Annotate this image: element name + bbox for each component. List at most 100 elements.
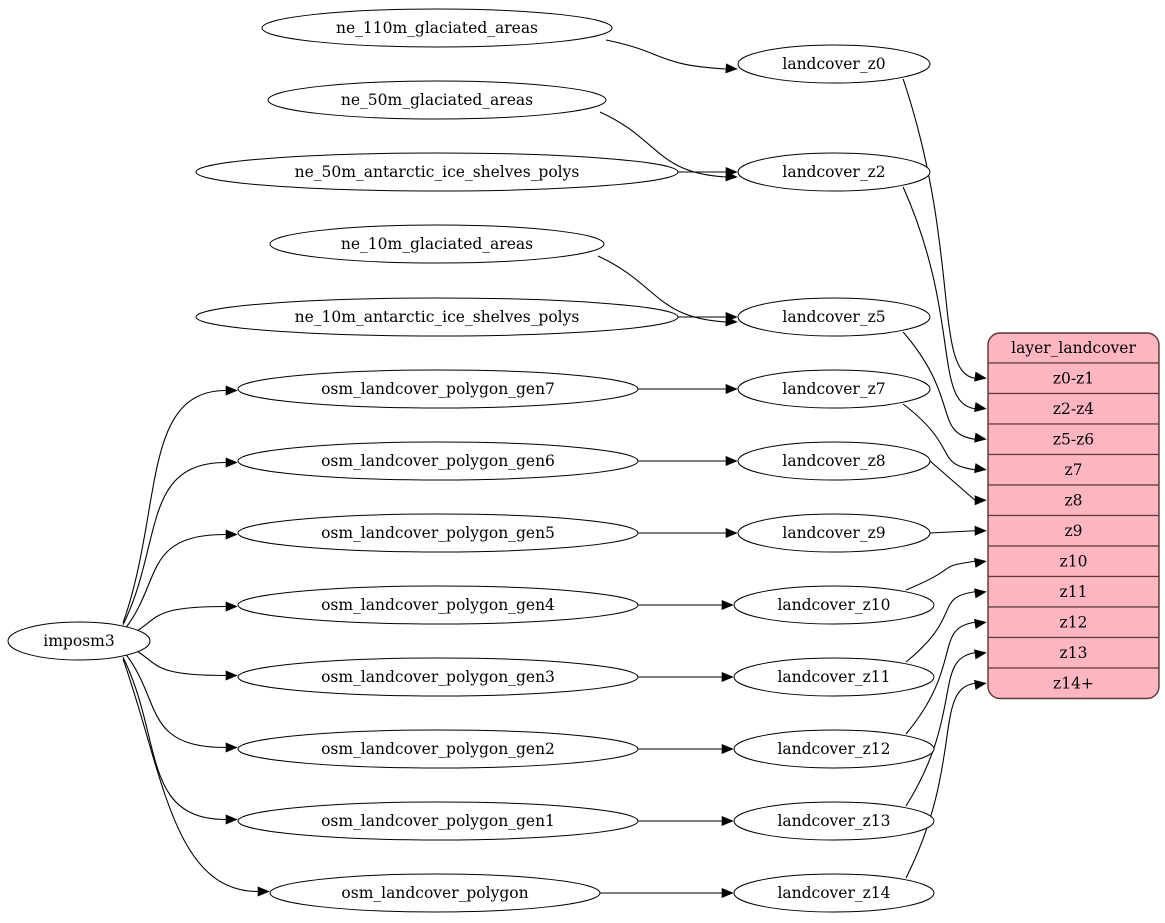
node-label-landcover_z0: landcover_z0 [782, 55, 885, 73]
node-osm_landcover_polygon_gen4[interactable]: osm_landcover_polygon_gen4 [237, 585, 639, 625]
table-row-z5-z6[interactable] [988, 423, 1159, 456]
node-label-osm_landcover_polygon_gen3: osm_landcover_polygon_gen3 [321, 668, 555, 686]
edge-ne-to-landcover [597, 255, 727, 323]
table-row-z7[interactable] [988, 453, 1159, 486]
node-shape-osm_landcover_polygon_gen4 [237, 585, 639, 625]
edge-arrowhead [974, 495, 987, 506]
node-landcover_z8[interactable]: landcover_z8 [737, 441, 931, 481]
edge-arrowhead [974, 588, 987, 599]
table-row-z11[interactable] [988, 575, 1159, 608]
table-title: layer_landcover [1011, 339, 1136, 357]
edge-arrowhead [974, 525, 987, 536]
node-osm_landcover_polygon_gen2[interactable]: osm_landcover_polygon_gen2 [237, 729, 639, 769]
table-row-label-z2-z4: z2-z4 [1053, 400, 1094, 418]
node-label-osm_landcover_polygon_gen1: osm_landcover_polygon_gen1 [321, 812, 555, 830]
table-row-z0-z1[interactable] [988, 362, 1159, 395]
node-label-osm_landcover_polygon_gen6: osm_landcover_polygon_gen6 [321, 452, 555, 470]
node-shape-landcover_z10 [733, 585, 935, 625]
node-landcover_z14[interactable]: landcover_z14 [733, 873, 935, 913]
edge-landcover-to-table [902, 78, 976, 379]
table-row-label-z7: z7 [1064, 461, 1082, 479]
edge-arrowhead [721, 599, 734, 611]
node-shape-osm_landcover_polygon_gen7 [237, 369, 639, 409]
edge-arrowhead [725, 527, 738, 539]
table-row-z13[interactable] [988, 636, 1159, 669]
node-landcover_z10[interactable]: landcover_z10 [733, 585, 935, 625]
node-landcover_z11[interactable]: landcover_z11 [733, 657, 935, 697]
edge-arrowhead [725, 63, 738, 74]
edge-landcover-to-table [902, 331, 976, 440]
node-shape-landcover_z8 [737, 441, 931, 481]
node-shape-ne_10m_antarctic_ice_shelves_polys [195, 297, 679, 337]
node-landcover_z9[interactable]: landcover_z9 [737, 513, 931, 553]
layer-landcover-node[interactable]: layer_landcoverz0-z1z2-z4z5-z6z7z8z9z10z… [987, 332, 1160, 700]
edge-landcover-to-table [902, 186, 976, 410]
node-osm_landcover_polygon_gen1[interactable]: osm_landcover_polygon_gen1 [237, 801, 639, 841]
table-row-z9[interactable] [988, 514, 1159, 547]
table-row-z12[interactable] [988, 606, 1159, 639]
table-row-label-z9: z9 [1064, 522, 1082, 540]
node-shape-osm_landcover_polygon [269, 873, 601, 913]
edge-arrowhead [725, 311, 738, 323]
edge-landcover-to-table [905, 560, 976, 591]
node-label-osm_landcover_polygon: osm_landcover_polygon [341, 884, 528, 902]
edge-arrowhead [974, 679, 987, 690]
edge-arrowhead [974, 618, 987, 629]
node-label-landcover_z8: landcover_z8 [782, 452, 885, 470]
node-shape-landcover_z14 [733, 873, 935, 913]
node-landcover_z5[interactable]: landcover_z5 [737, 297, 931, 337]
edges-layer [122, 39, 987, 899]
node-shape-landcover_z12 [733, 729, 935, 769]
node-shape-landcover_z0 [737, 44, 931, 84]
edge-arrowhead [974, 557, 987, 568]
table-row-label-z11: z11 [1060, 583, 1088, 601]
layer-landcover-table: layer_landcoverz0-z1z2-z4z5-z6z7z8z9z10z… [987, 332, 1160, 700]
edge-landcover-to-table [929, 460, 976, 501]
edge-imposm3-to-osm [122, 658, 259, 893]
node-label-landcover_z14: landcover_z14 [777, 884, 890, 902]
node-shape-landcover_z7 [737, 369, 931, 409]
node-landcover_z2[interactable]: landcover_z2 [737, 152, 931, 192]
edge-arrowhead [225, 742, 238, 753]
table-row-label-z12: z12 [1060, 613, 1088, 631]
node-osm_landcover_polygon_gen3[interactable]: osm_landcover_polygon_gen3 [237, 657, 639, 697]
node-ne_50m_glaciated_areas[interactable]: ne_50m_glaciated_areas [267, 80, 607, 120]
node-landcover_z12[interactable]: landcover_z12 [733, 729, 935, 769]
edge-landcover-to-table [905, 682, 976, 879]
edge-arrowhead [725, 455, 738, 467]
node-shape-landcover_z11 [733, 657, 935, 697]
edge-landcover-to-table [929, 530, 976, 534]
node-landcover_z13[interactable]: landcover_z13 [733, 801, 935, 841]
edge-imposm3-to-osm [122, 656, 227, 821]
node-label-landcover_z9: landcover_z9 [782, 524, 885, 542]
node-ne_110m_glaciated_areas[interactable]: ne_110m_glaciated_areas [261, 8, 613, 48]
node-shape-imposm3 [7, 621, 151, 661]
edge-arrowhead [257, 886, 270, 897]
node-ne_10m_antarctic_ice_shelves_polys[interactable]: ne_10m_antarctic_ice_shelves_polys [195, 297, 679, 337]
node-landcover_z7[interactable]: landcover_z7 [737, 369, 931, 409]
node-shape-landcover_z9 [737, 513, 931, 553]
node-label-ne_10m_antarctic_ice_shelves_polys: ne_10m_antarctic_ice_shelves_polys [295, 308, 580, 326]
node-label-ne_10m_glaciated_areas: ne_10m_glaciated_areas [341, 235, 533, 253]
table-row-label-z8: z8 [1064, 491, 1082, 509]
node-label-osm_landcover_polygon_gen2: osm_landcover_polygon_gen2 [321, 740, 555, 758]
node-osm_landcover_polygon_gen6[interactable]: osm_landcover_polygon_gen6 [237, 441, 639, 481]
node-ne_10m_glaciated_areas[interactable]: ne_10m_glaciated_areas [269, 224, 605, 264]
node-imposm3[interactable]: imposm3 [7, 621, 151, 661]
nodes-layer: imposm3 ne_110m_glaciated_areas ne_50m_gla… [7, 8, 935, 913]
edge-arrowhead [225, 601, 238, 612]
node-osm_landcover_polygon_gen5[interactable]: osm_landcover_polygon_gen5 [237, 513, 639, 553]
node-shape-landcover_z13 [733, 801, 935, 841]
node-ne_50m_antarctic_ice_shelves_polys[interactable]: ne_50m_antarctic_ice_shelves_polys [195, 152, 679, 192]
node-osm_landcover_polygon[interactable]: osm_landcover_polygon [269, 873, 601, 913]
node-shape-ne_110m_glaciated_areas [261, 8, 613, 48]
node-shape-ne_50m_antarctic_ice_shelves_polys [195, 152, 679, 192]
node-label-landcover_z13: landcover_z13 [777, 812, 890, 830]
table-row-z10[interactable] [988, 545, 1159, 578]
node-shape-osm_landcover_polygon_gen1 [237, 801, 639, 841]
node-osm_landcover_polygon_gen7[interactable]: osm_landcover_polygon_gen7 [237, 369, 639, 409]
node-landcover_z0[interactable]: landcover_z0 [737, 44, 931, 84]
table-outline [987, 332, 1160, 700]
node-label-landcover_z11: landcover_z11 [777, 668, 890, 686]
table-row-z14+[interactable] [988, 667, 1159, 699]
